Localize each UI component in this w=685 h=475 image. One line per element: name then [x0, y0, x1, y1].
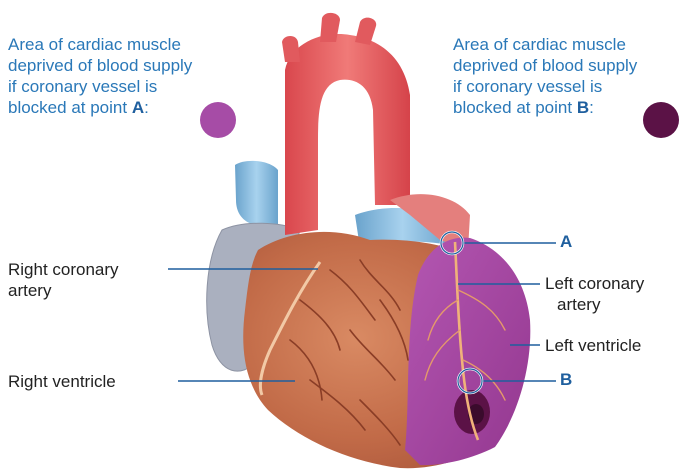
- legend-b-line-2: deprived of blood supply: [453, 55, 637, 76]
- label-point-a: A: [560, 232, 572, 252]
- legend-b-line-4: blocked at point B:: [453, 97, 637, 118]
- legend-b-point: B: [577, 98, 589, 117]
- aortic-branch-3: [355, 18, 376, 45]
- aortic-arch: [285, 34, 410, 235]
- legend-b-swatch: [643, 102, 679, 138]
- label-right-coronary-artery: Right coronary artery: [8, 259, 119, 301]
- aortic-branch-1: [282, 36, 300, 62]
- label-right-ventricle: Right ventricle: [8, 371, 116, 392]
- legend-b-line-3: if coronary vessel is: [453, 76, 637, 97]
- legend-b: Area of cardiac muscle deprived of blood…: [453, 34, 637, 118]
- legend-a-line-3: if coronary vessel is: [8, 76, 192, 97]
- legend-a-line-2: deprived of blood supply: [8, 55, 192, 76]
- label-left-coronary-artery: Left coronary artery: [545, 273, 644, 315]
- legend-a: Area of cardiac muscle deprived of blood…: [8, 34, 192, 118]
- legend-a-point: A: [132, 98, 144, 117]
- legend-a-swatch: [200, 102, 236, 138]
- label-point-b: B: [560, 370, 572, 390]
- legend-a-line-1: Area of cardiac muscle: [8, 34, 192, 55]
- legend-a-line-4: blocked at point A:: [8, 97, 192, 118]
- superior-vena-cava: [235, 161, 278, 226]
- label-left-ventricle: Left ventricle: [545, 335, 641, 356]
- legend-b-line-1: Area of cardiac muscle: [453, 34, 637, 55]
